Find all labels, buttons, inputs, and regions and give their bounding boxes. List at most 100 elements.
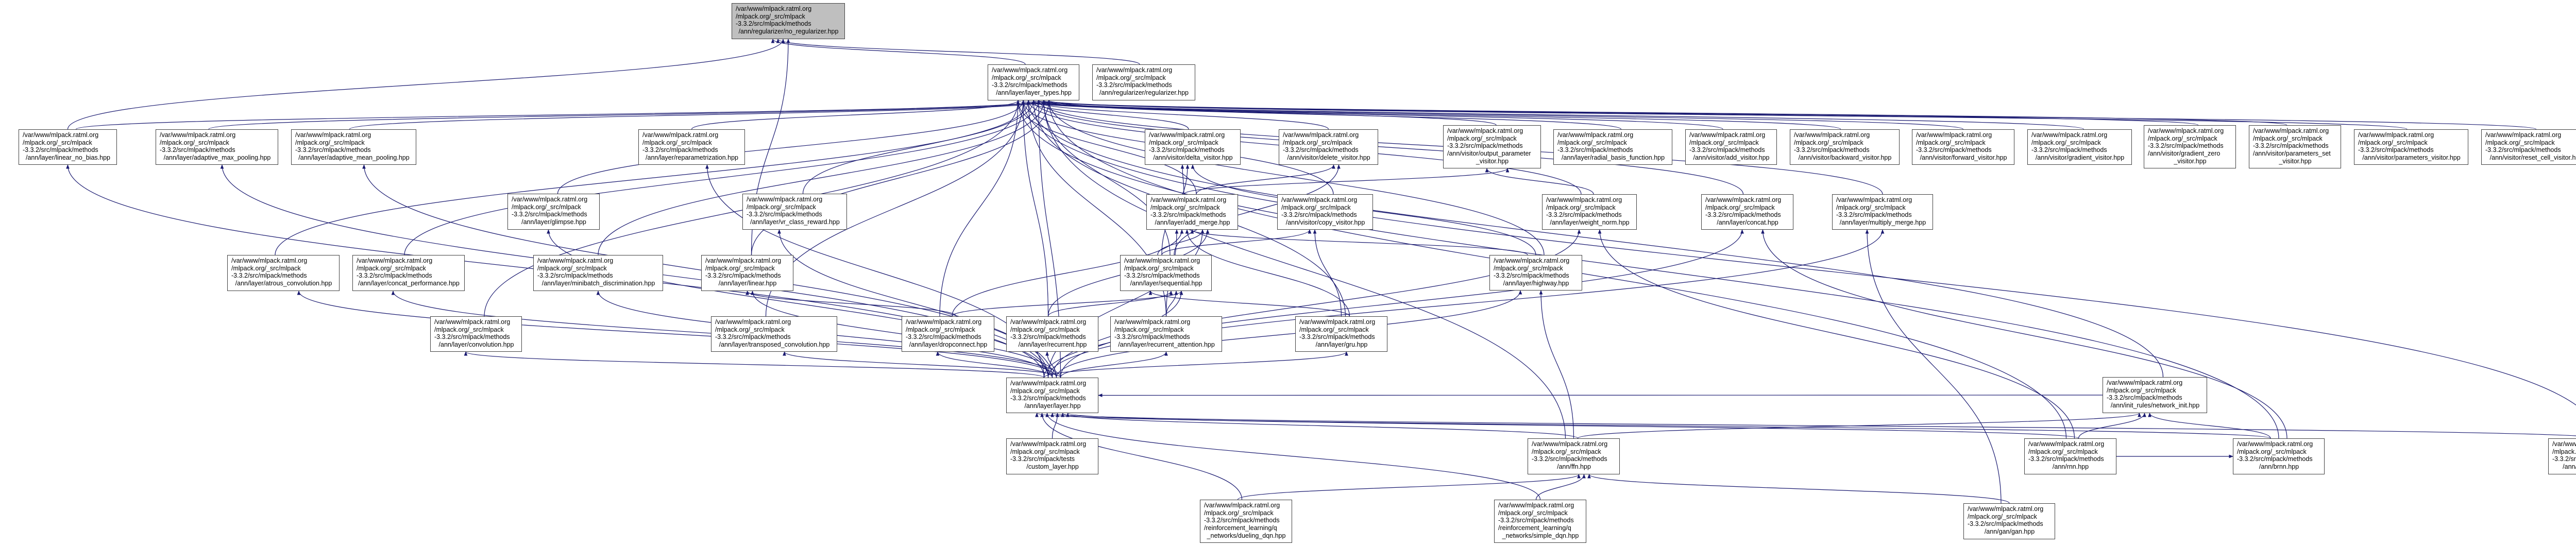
- include-edge-gan-to-ffn: [1587, 474, 2010, 504]
- file-node-output-parameter-visitor[interactable]: /var/www/mlpack.ratml.org/mlpack.org/_sr…: [1443, 125, 1541, 168]
- file-path-line: /var/www/mlpack.ratml.org: [1916, 131, 1992, 139]
- include-edge-simple_dqn-to-layer: [1045, 413, 1541, 500]
- file-path-line: /var/www/mlpack.ratml.org: [434, 318, 511, 326]
- file-path-line: /var/www/mlpack.ratml.org: [1204, 502, 1280, 509]
- file-node-ffn[interactable]: /var/www/mlpack.ratml.org/mlpack.org/_sr…: [1528, 438, 1620, 474]
- file-path-line: -3.3.2/src/mlpack/methods: [1689, 146, 1765, 154]
- file-node-recurrent[interactable]: /var/www/mlpack.ratml.org/mlpack.org/_sr…: [1006, 316, 1098, 352]
- file-path-line: /mlpack.org/_src/mlpack: [2253, 134, 2323, 142]
- file-node-dropconnect[interactable]: /var/www/mlpack.ratml.org/mlpack.org/_sr…: [902, 316, 994, 352]
- file-path-line: /var/www/mlpack.ratml.org: [1010, 318, 1087, 326]
- file-node-dueling-dqn[interactable]: /var/www/mlpack.ratml.org/mlpack.org/_sr…: [1200, 500, 1292, 543]
- file-node-layer-types[interactable]: /var/www/mlpack.ratml.org/mlpack.org/_sr…: [988, 64, 1079, 100]
- file-path-line: /ann/init_rules/network_init.hpp: [2110, 402, 2200, 410]
- file-node-multiply-merge[interactable]: /var/www/mlpack.ratml.org/mlpack.org/_sr…: [1832, 194, 1933, 230]
- file-path-line: /mlpack.org/_src/mlpack: [1150, 203, 1220, 211]
- file-path-line: /var/www/mlpack.ratml.org: [1794, 131, 1870, 139]
- file-node-radial-basis-function[interactable]: /var/www/mlpack.ratml.org/mlpack.org/_sr…: [1553, 129, 1672, 165]
- file-path-line: /mlpack.org/_src/mlpack: [992, 74, 1061, 81]
- file-node-add-merge[interactable]: /var/www/mlpack.ratml.org/mlpack.org/_sr…: [1146, 194, 1238, 230]
- file-node-regularizer[interactable]: /var/www/mlpack.ratml.org/mlpack.org/_sr…: [1092, 64, 1195, 100]
- file-path-line: /var/www/mlpack.ratml.org: [992, 66, 1068, 74]
- file-path-line: -3.3.2/src/mlpack/methods: [1149, 146, 1225, 154]
- file-node-gru[interactable]: /var/www/mlpack.ratml.org/mlpack.org/_sr…: [1295, 316, 1387, 352]
- file-path-line: /ann/visitor/gradient_visitor.hpp: [2035, 154, 2125, 162]
- file-path-line: -3.3.2/src/mlpack/methods: [23, 146, 98, 154]
- file-node-simple-dqn[interactable]: /var/www/mlpack.ratml.org/mlpack.org/_sr…: [1494, 500, 1586, 543]
- file-node-adaptive-max-pooling[interactable]: /var/www/mlpack.ratml.org/mlpack.org/_sr…: [156, 129, 278, 165]
- file-node-linear[interactable]: /var/www/mlpack.ratml.org/mlpack.org/_sr…: [701, 255, 793, 291]
- file-node-parameters-set-visitor[interactable]: /var/www/mlpack.ratml.org/mlpack.org/_sr…: [2249, 125, 2341, 168]
- file-path-line: /var/www/mlpack.ratml.org: [512, 196, 588, 203]
- file-node-concat-performance[interactable]: /var/www/mlpack.ratml.org/mlpack.org/_sr…: [352, 255, 465, 291]
- include-edge-layer-to-recurrent_attention: [1060, 351, 1168, 378]
- file-node-highway[interactable]: /var/www/mlpack.ratml.org/mlpack.org/_sr…: [1489, 255, 1582, 291]
- file-path-line: /var/www/mlpack.ratml.org: [747, 196, 823, 203]
- file-path-line: -3.3.2/src/mlpack/methods: [1794, 146, 1870, 154]
- file-node-parameters-visitor[interactable]: /var/www/mlpack.ratml.org/mlpack.org/_sr…: [2354, 129, 2468, 165]
- file-node-reparametrization[interactable]: /var/www/mlpack.ratml.org/mlpack.org/_sr…: [638, 129, 745, 165]
- file-path-line: /ann/regularizer/regularizer.hpp: [1099, 89, 1189, 97]
- file-path-line: -3.3.2/src/mlpack/methods: [747, 211, 822, 218]
- file-path-line: -3.3.2/src/mlpack/methods: [1968, 520, 2043, 528]
- file-path-line: -3.3.2/src/mlpack/methods: [1283, 146, 1359, 154]
- file-node-forward-visitor[interactable]: /var/www/mlpack.ratml.org/mlpack.org/_sr…: [1912, 129, 2014, 165]
- include-edge-parameters_set_visitor-to-layer_types: [1037, 100, 2287, 126]
- file-node-atrous-convolution[interactable]: /var/www/mlpack.ratml.org/mlpack.org/_sr…: [227, 255, 340, 291]
- include-edge-vr_class_reward-to-layer_types: [802, 100, 1030, 194]
- file-node-sequential[interactable]: /var/www/mlpack.ratml.org/mlpack.org/_sr…: [1120, 255, 1212, 291]
- file-node-brnn[interactable]: /var/www/mlpack.ratml.org/mlpack.org/_sr…: [2233, 438, 2325, 474]
- include-edge-reparametrization-to-layer_types: [691, 100, 1020, 130]
- file-node-linear-no-bias[interactable]: /var/www/mlpack.ratml.org/mlpack.org/_sr…: [19, 129, 117, 165]
- file-node-copy-visitor[interactable]: /var/www/mlpack.ratml.org/mlpack.org/_sr…: [1277, 194, 1373, 230]
- file-node-network-init[interactable]: /var/www/mlpack.ratml.org/mlpack.org/_sr…: [2103, 377, 2207, 413]
- file-path-line: /ann/layer/layer_types.hpp: [996, 89, 1072, 97]
- file-path-line: /ann/rnn.hpp: [2052, 463, 2089, 471]
- file-node-glimpse[interactable]: /var/www/mlpack.ratml.org/mlpack.org/_sr…: [507, 194, 600, 230]
- file-path-line: /mlpack.org/_src/mlpack: [736, 12, 805, 20]
- file-path-line: /mlpack.org/_src/mlpack: [2485, 139, 2555, 146]
- include-edge-concat-to-layer_types: [1031, 100, 1744, 195]
- file-node-recurrent-attention[interactable]: /var/www/mlpack.ratml.org/mlpack.org/_sr…: [1110, 316, 1222, 352]
- file-node-layer-names[interactable]: /var/www/mlpack.ratml.org/mlpack.org/_sr…: [2548, 438, 2576, 474]
- file-node-minibatch-discrimination[interactable]: /var/www/mlpack.ratml.org/mlpack.org/_sr…: [533, 255, 663, 291]
- file-path-line: -3.3.2/src/mlpack/methods: [705, 272, 781, 280]
- include-edge-delete_visitor-to-layer_types: [1031, 100, 1329, 130]
- file-node-rnn[interactable]: /var/www/mlpack.ratml.org/mlpack.org/_sr…: [2024, 438, 2116, 474]
- file-node-vr-class-reward[interactable]: /var/www/mlpack.ratml.org/mlpack.org/_sr…: [742, 194, 847, 230]
- file-node-add-visitor[interactable]: /var/www/mlpack.ratml.org/mlpack.org/_sr…: [1685, 129, 1777, 165]
- file-path-line: /mlpack.org/_src/mlpack: [537, 264, 607, 272]
- file-path-line: /mlpack.org/_src/mlpack: [2552, 448, 2576, 455]
- file-node-delta-visitor[interactable]: /var/www/mlpack.ratml.org/mlpack.org/_sr…: [1145, 129, 1241, 165]
- file-path-line: /mlpack.org/_src/mlpack: [906, 326, 975, 333]
- file-path-line: /ann/layer/reparametrization.hpp: [646, 154, 738, 162]
- include-edge-rnn-to-weight_norm: [1598, 229, 2075, 439]
- include-edge-layer-to-atrous_convolution: [297, 291, 1057, 378]
- file-path-line: /mlpack.org/_src/mlpack: [715, 326, 785, 333]
- include-edge-regularizer-to-no_regularizer: [776, 39, 1140, 65]
- file-path-line: -3.3.2/src/mlpack/methods: [1114, 333, 1190, 341]
- file-node-concat[interactable]: /var/www/mlpack.ratml.org/mlpack.org/_sr…: [1701, 194, 1793, 230]
- file-node-gradient-zero-visitor[interactable]: /var/www/mlpack.ratml.org/mlpack.org/_sr…: [2144, 125, 2236, 168]
- file-path-line: /mlpack.org/_src/mlpack: [1447, 134, 1517, 142]
- file-path-line: /var/www/mlpack.ratml.org: [736, 5, 812, 12]
- file-node-weight-norm[interactable]: /var/www/mlpack.ratml.org/mlpack.org/_sr…: [1542, 194, 1637, 230]
- file-node-delete-visitor[interactable]: /var/www/mlpack.ratml.org/mlpack.org/_sr…: [1279, 129, 1378, 165]
- file-node-gradient-visitor[interactable]: /var/www/mlpack.ratml.org/mlpack.org/_sr…: [2027, 129, 2132, 165]
- file-node-layer[interactable]: /var/www/mlpack.ratml.org/mlpack.org/_sr…: [1006, 378, 1098, 413]
- file-path-line: /var/www/mlpack.ratml.org: [2237, 440, 2313, 448]
- file-node-transposed-convolution[interactable]: /var/www/mlpack.ratml.org/mlpack.org/_sr…: [711, 316, 837, 352]
- file-path-line: /var/www/mlpack.ratml.org: [1281, 196, 1358, 203]
- file-path-line: /var/www/mlpack.ratml.org: [1299, 318, 1376, 326]
- file-node-custom-layer[interactable]: /var/www/mlpack.ratml.org/mlpack.org/_sr…: [1006, 438, 1098, 474]
- file-node-backward-visitor[interactable]: /var/www/mlpack.ratml.org/mlpack.org/_sr…: [1790, 129, 1900, 165]
- file-path-line: /var/www/mlpack.ratml.org: [1149, 131, 1225, 139]
- file-path-line: /mlpack.org/_src/mlpack: [2028, 448, 2098, 455]
- file-node-adaptive-mean-pooling[interactable]: /var/www/mlpack.ratml.org/mlpack.org/_sr…: [291, 129, 416, 165]
- file-path-line: /ann/visitor/delete_visitor.hpp: [1287, 154, 1370, 162]
- file-node-gan[interactable]: /var/www/mlpack.ratml.org/mlpack.org/_sr…: [1963, 503, 2055, 539]
- include-edge-layer-to-multiply_merge: [1047, 229, 1885, 378]
- file-node-no-regularizer[interactable]: /var/www/mlpack.ratml.org/mlpack.org/_sr…: [732, 3, 845, 39]
- file-node-reset-cell-visitor[interactable]: /var/www/mlpack.ratml.org/mlpack.org/_sr…: [2481, 129, 2576, 165]
- file-node-convolution[interactable]: /var/www/mlpack.ratml.org/mlpack.org/_sr…: [430, 316, 522, 352]
